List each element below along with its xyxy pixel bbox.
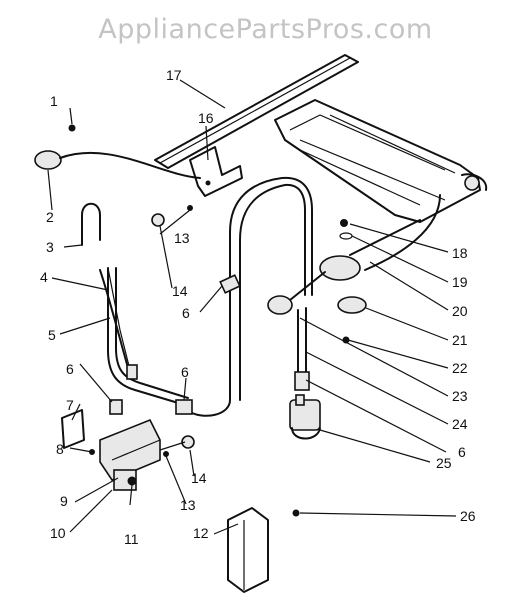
watermark-text: AppliancePartsPros.com xyxy=(98,14,433,45)
part-tube-3 xyxy=(81,202,101,246)
callout-13-b: 13 xyxy=(180,497,196,513)
part-lines-5 xyxy=(99,267,138,380)
callout-6-c: 6 xyxy=(181,364,189,380)
part-gas-control-9 xyxy=(99,418,161,491)
part-u-tube xyxy=(189,176,313,417)
callout-2: 2 xyxy=(46,209,54,225)
callout-14-b: 14 xyxy=(191,470,207,486)
callout-13-a: 13 xyxy=(174,230,190,246)
part-plate-7 xyxy=(61,409,85,449)
callout-21: 21 xyxy=(452,332,468,348)
part-fitting-14-upper xyxy=(151,213,165,227)
callout-5: 5 xyxy=(48,327,56,343)
callout-6-b: 6 xyxy=(66,361,74,377)
callout-25: 25 xyxy=(436,455,452,471)
callout-7: 7 xyxy=(66,397,74,413)
part-fitting-6-center xyxy=(175,399,193,415)
part-burner xyxy=(274,99,488,223)
part-screw-13-upper xyxy=(187,205,193,211)
part-cover-12 xyxy=(227,507,269,593)
callout-17: 17 xyxy=(166,67,182,83)
callout-12: 12 xyxy=(193,525,209,541)
part-screw-13-lower xyxy=(163,451,169,457)
callout-20: 20 xyxy=(452,303,468,319)
leader-lines xyxy=(47,79,457,535)
part-valve-25 xyxy=(289,394,321,440)
callout-19: 19 xyxy=(452,274,468,290)
part-tube-4 xyxy=(107,267,189,406)
callout-8: 8 xyxy=(56,441,64,457)
part-fitting-6-left xyxy=(109,399,123,415)
callout-6-d: 6 xyxy=(458,444,466,460)
part-rail-17 xyxy=(154,54,359,169)
callout-18: 18 xyxy=(452,245,468,261)
callout-6-a: 6 xyxy=(182,305,190,321)
part-orifice-21 xyxy=(337,296,367,344)
part-fitting-6-upper xyxy=(219,274,241,294)
callout-10: 10 xyxy=(50,525,66,541)
callout-3: 3 xyxy=(46,239,54,255)
callout-24: 24 xyxy=(452,416,468,432)
callout-23: 23 xyxy=(452,388,468,404)
part-fitting-14 xyxy=(159,435,195,451)
callout-11: 11 xyxy=(124,531,139,547)
callout-4: 4 xyxy=(40,269,48,285)
part-manifold xyxy=(267,194,441,315)
callout-22: 22 xyxy=(452,360,468,376)
callout-14-a: 14 xyxy=(172,283,188,299)
part-screw-26 xyxy=(292,509,300,517)
callout-1: 1 xyxy=(50,93,58,109)
callout-16: 16 xyxy=(198,110,214,126)
callout-numbers: 1 2 3 4 5 6 6 6 6 7 8 9 10 11 12 13 13 1… xyxy=(40,67,476,547)
part-thermostat-2 xyxy=(34,124,201,179)
part-tube-23 xyxy=(294,307,310,391)
part-bracket-16 xyxy=(189,146,243,197)
callout-9: 9 xyxy=(60,493,68,509)
part-screw-18 xyxy=(339,219,353,240)
callout-26: 26 xyxy=(460,508,476,524)
